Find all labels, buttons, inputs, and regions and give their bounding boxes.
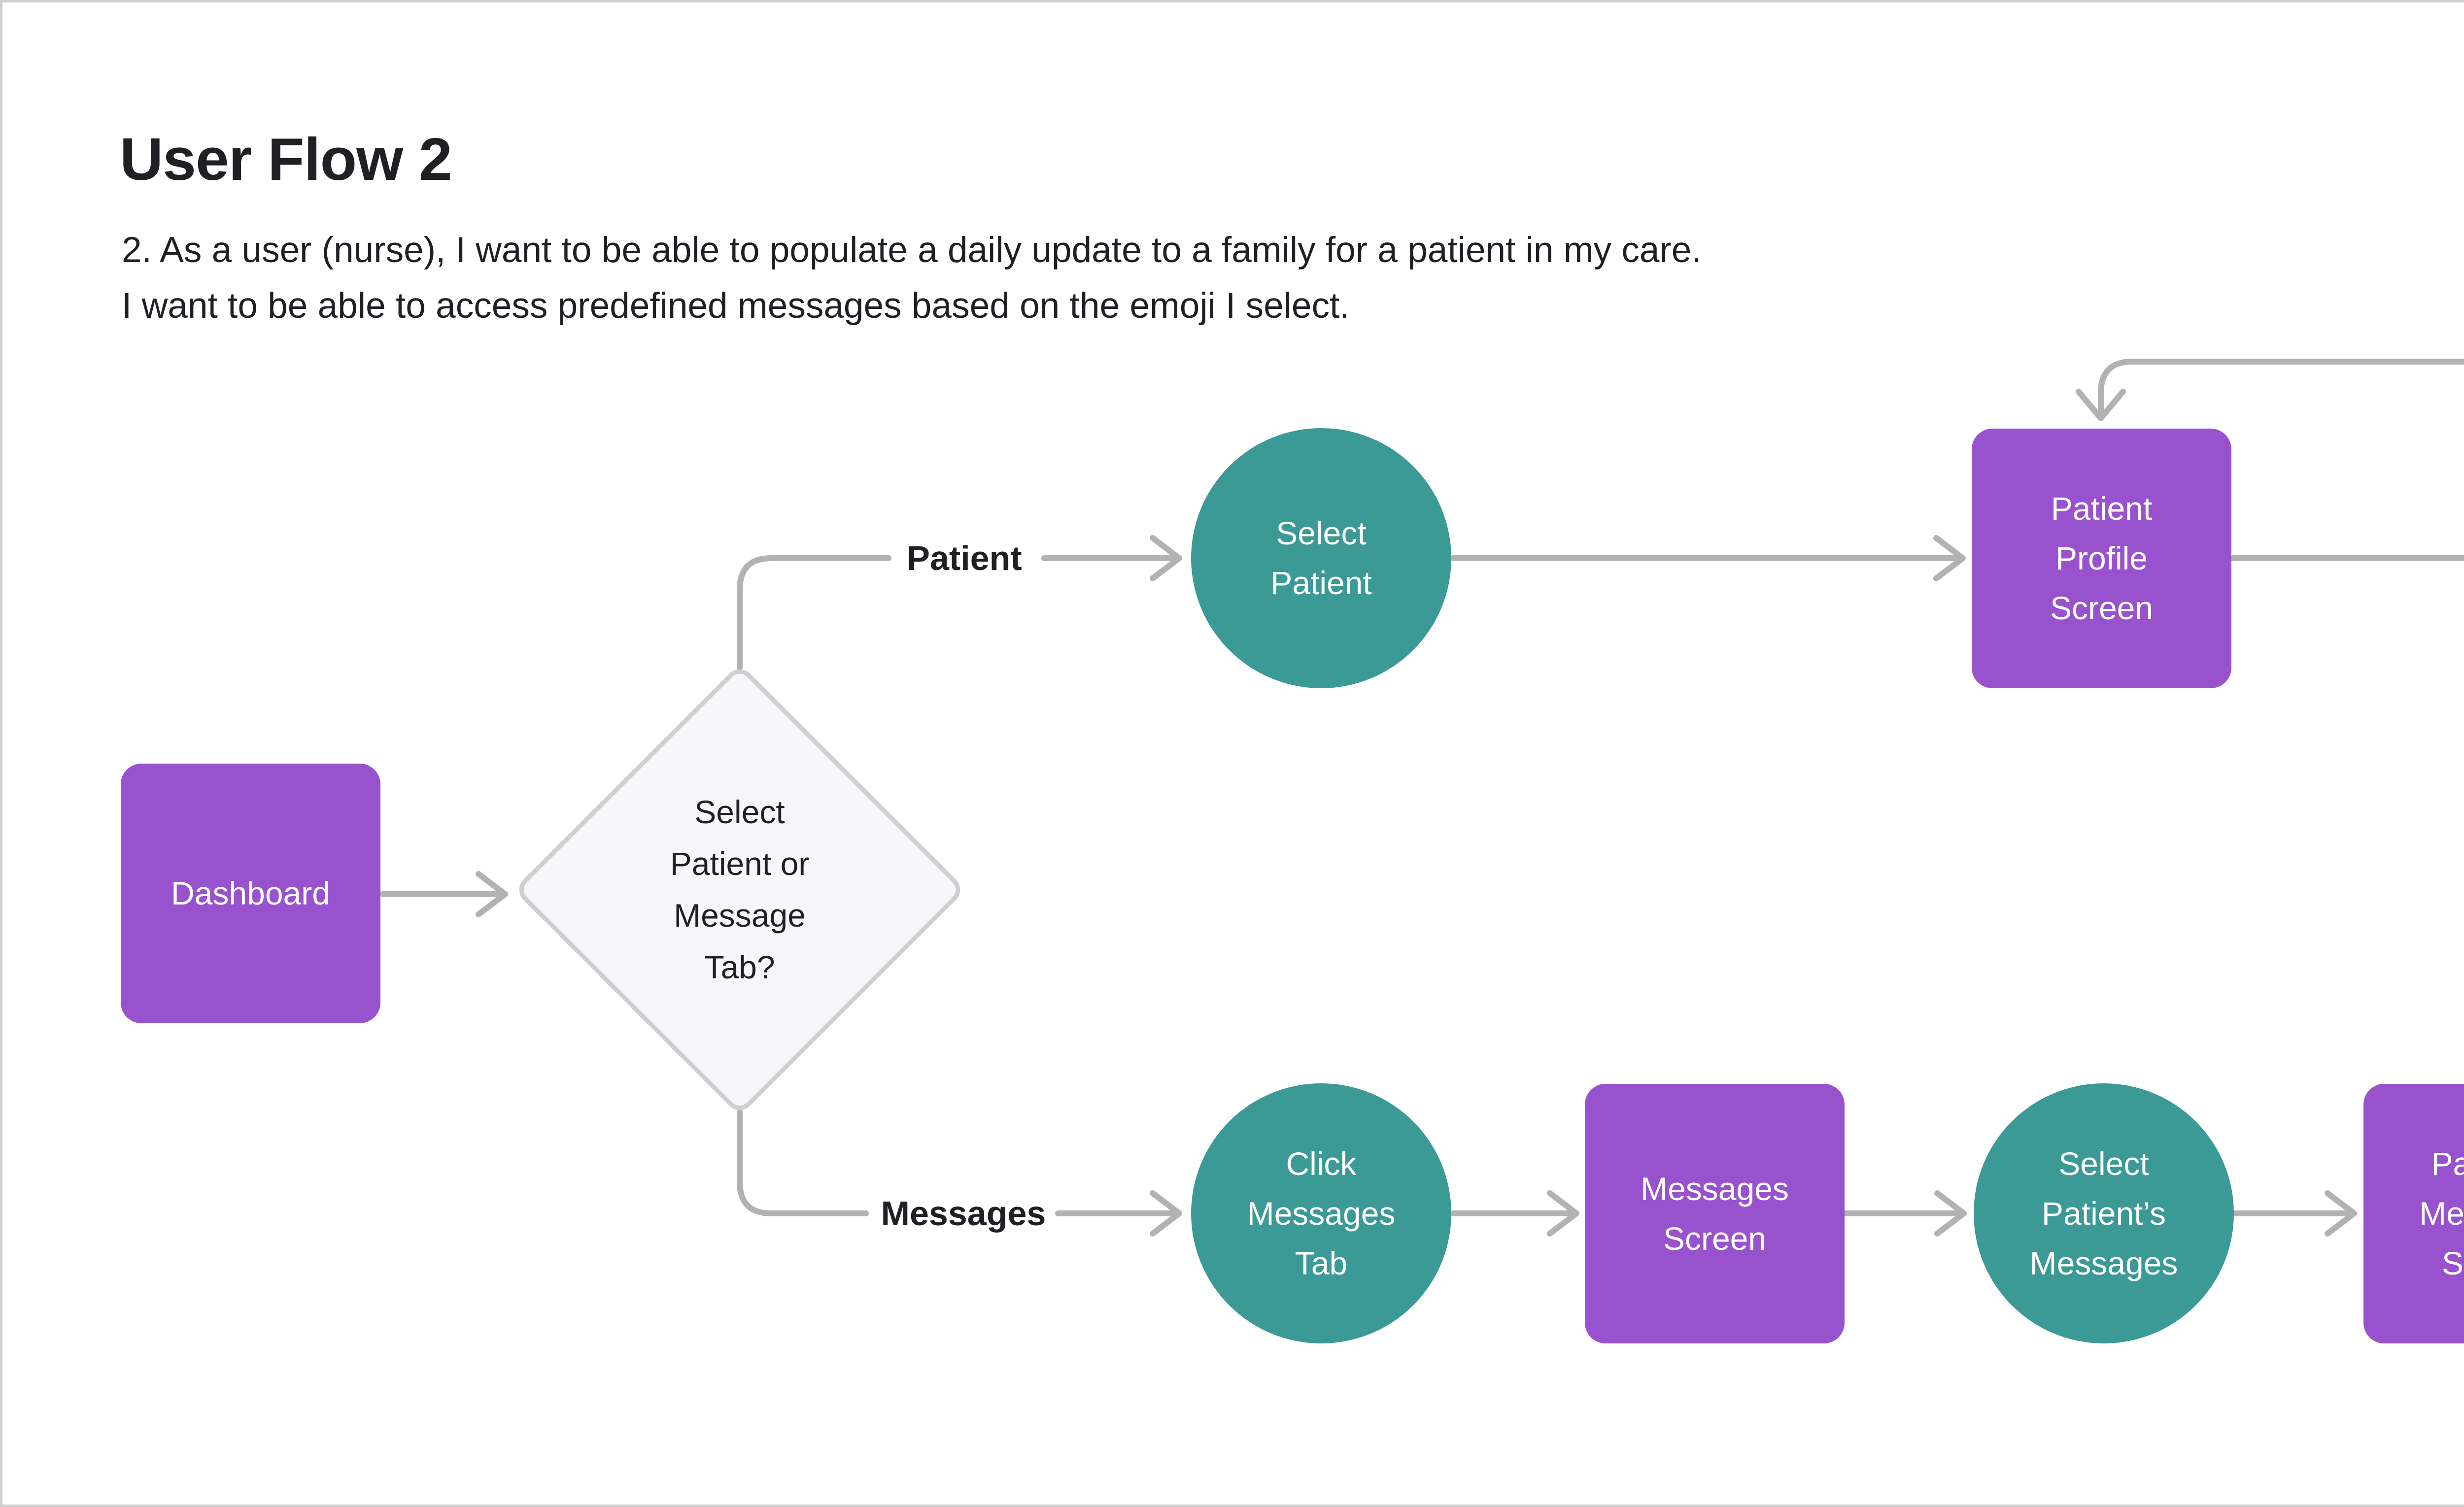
arrowhead-to-messages-screen <box>1547 1190 1579 1237</box>
node-patient-profile-screen[interactable]: Patient Profile Screen <box>1972 429 2231 688</box>
arrowhead-to-click-messages-tab <box>1150 1190 1182 1237</box>
node-messages-screen[interactable]: Messages Screen <box>1585 1084 1845 1343</box>
branch-label-patient: Patient <box>907 539 1022 577</box>
node-select-patients-messages[interactable]: Select Patient’s Messages <box>1974 1083 2234 1343</box>
arrowhead-to-patients-screen <box>2325 1190 2357 1237</box>
arrowhead-dashboard-to-decision <box>476 871 508 917</box>
arrowhead-to-select-msgs <box>1934 1190 1967 1237</box>
node-patients-messages-screen[interactable]: Patient’s Messages Screen <box>2363 1084 2464 1343</box>
branch-label-messages: Messages <box>881 1194 1046 1233</box>
arrowhead-to-profile <box>1933 535 1966 581</box>
connector-return-to-profile <box>2098 359 2464 414</box>
node-click-messages-tab[interactable]: Click Messages Tab <box>1191 1083 1451 1343</box>
page-title: User Flow 2 <box>120 126 452 193</box>
node-select-patient[interactable]: Select Patient <box>1191 428 1451 688</box>
decision-label: Select Patient or Message Tab? <box>670 794 810 985</box>
connector-decision-to-messages-label <box>737 1109 869 1216</box>
user-story-description: 2. As a user (nurse), I want to be able … <box>122 230 1702 326</box>
arrowhead-to-select-patient <box>1150 535 1182 581</box>
connector-decision-to-patient-label <box>737 555 891 670</box>
node-dashboard[interactable]: Dashboard <box>121 764 380 1023</box>
arrowhead-return-to-profile <box>2076 389 2126 421</box>
